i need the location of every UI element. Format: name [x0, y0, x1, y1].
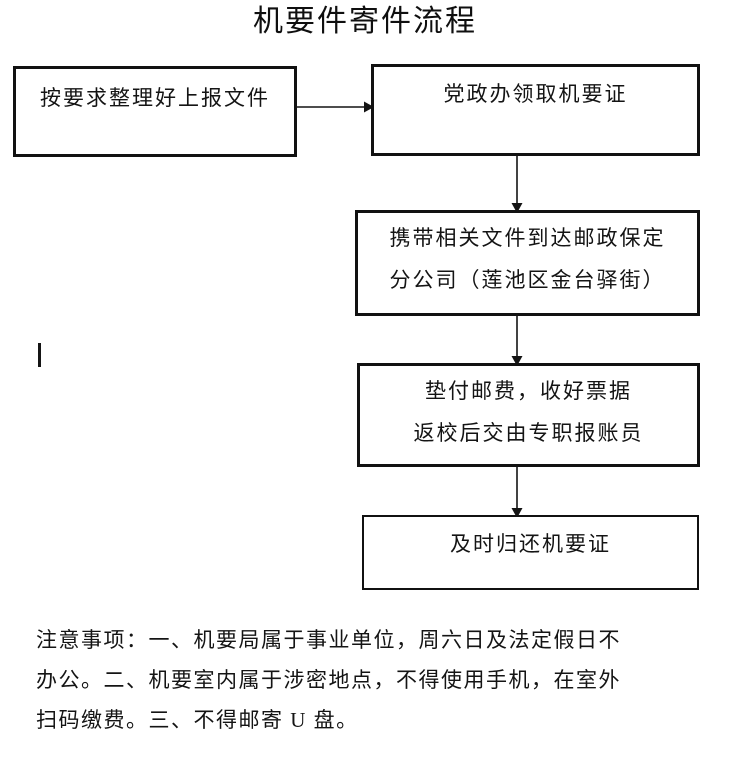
connector-step-4-to-step-5 [506, 465, 528, 518]
flow-node-step-4[interactable]: 垫付邮费，收好票据 返校后交由专职报账员 [357, 363, 700, 467]
flow-node-step-3-line-2: 分公司（莲池区金台驿街） [389, 268, 666, 292]
connector-step-2-to-step-3 [506, 155, 528, 213]
note-line-3: 扫码缴费。三、不得邮寄 U 盘。 [36, 708, 359, 732]
flow-node-step-3[interactable]: 携带相关文件到达邮政保定 分公司（莲池区金台驿街） [355, 210, 700, 316]
notes-block: 注意事项：一、机要局属于事业单位，周六日及法定假日不 办公。二、机要室内属于涉密… [36, 620, 704, 740]
flow-node-step-3-line-1: 携带相关文件到达邮政保定 [389, 226, 666, 250]
flow-node-step-1-line-1: 按要求整理好上报文件 [40, 86, 270, 110]
flow-node-step-2-line-1: 党政办领取机要证 [443, 82, 628, 106]
note-line-1: 注意事项：一、机要局属于事业单位，周六日及法定假日不 [36, 628, 621, 652]
connector-step-1-to-step-2 [296, 96, 374, 118]
flow-node-step-5-line-1: 及时归还机要证 [450, 532, 611, 556]
flow-node-step-4-line-1: 垫付邮费，收好票据 [425, 379, 632, 403]
note-line-2: 办公。二、机要室内属于涉密地点，不得使用手机，在室外 [36, 668, 621, 692]
flow-node-step-2[interactable]: 党政办领取机要证 [371, 64, 700, 156]
page-title: 机要件寄件流程 [253, 5, 477, 38]
text-cursor-caret [38, 343, 41, 367]
flow-node-step-1[interactable]: 按要求整理好上报文件 [13, 66, 297, 157]
flow-node-step-4-line-2: 返校后交由专职报账员 [413, 421, 644, 445]
connector-step-3-to-step-4 [506, 314, 528, 366]
flow-node-step-5[interactable]: 及时归还机要证 [362, 515, 699, 590]
